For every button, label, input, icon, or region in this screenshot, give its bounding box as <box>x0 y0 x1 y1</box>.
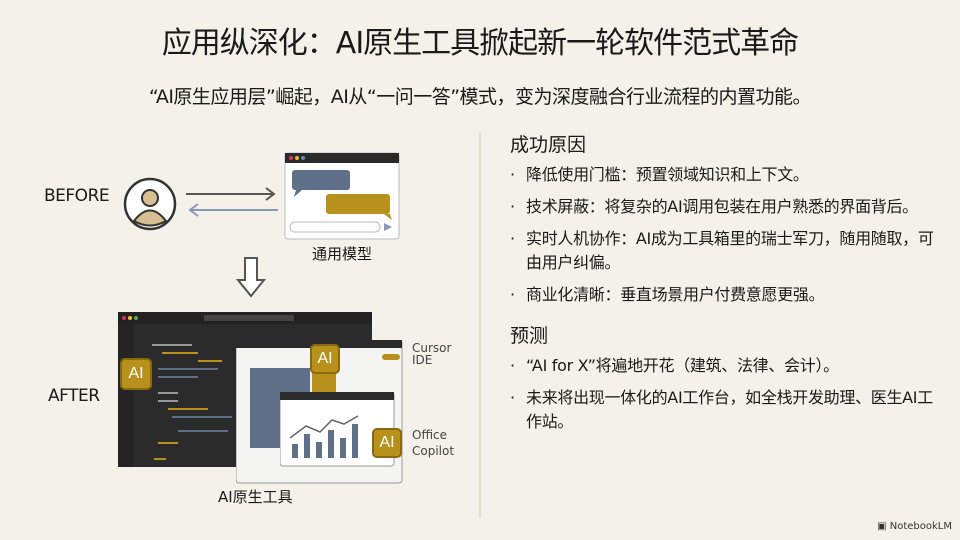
reason-item: ·实时人机协作：AI成为工具箱里的瑞士军刀，随用随取，可由用户纠偏。 <box>510 229 934 272</box>
chat-window-icon <box>284 152 400 240</box>
exchange-arrows-icon <box>186 187 278 217</box>
forecast-item: ·“AI for X”将遍地开花（建筑、法律、会计）。 <box>510 356 839 375</box>
ai-badge-chart: AI <box>372 428 402 458</box>
general-model-caption: 通用模型 <box>312 245 373 263</box>
page-title: 应用纵深化：AI原生工具掀起新一轮软件范式革命 <box>161 26 799 61</box>
forecast-heading: 预测 <box>510 325 549 347</box>
user-icon <box>123 177 177 231</box>
reason-item: ·商业化清晰：垂直场景用户付费意愿更强。 <box>510 285 825 304</box>
cursor-ide-label: Cursor IDE <box>412 341 452 367</box>
reason-item: ·技术屏蔽：将复杂的AI调用包装在用户熟悉的界面背后。 <box>510 197 918 216</box>
notebooklm-icon: ▣ <box>877 521 890 532</box>
reasons-heading: 成功原因 <box>510 134 587 156</box>
ai-native-tools-caption: AI原生工具 <box>218 488 293 506</box>
forecast-item: ·未来将出现一体化的AI工作台，如全栈开发助理、医生AI工作站。 <box>510 388 933 431</box>
ai-badge-editor: AI <box>120 358 152 390</box>
ai-badge-design: AI <box>310 344 340 374</box>
right-column: 成功原因 ·降低使用门槛：预置领域知识和上下文。 ·技术屏蔽：将复杂的AI调用包… <box>510 130 940 442</box>
before-label: BEFORE <box>44 186 110 206</box>
office-copilot-label: Office Copilot <box>412 428 455 458</box>
column-divider <box>479 133 481 518</box>
page-subtitle: “AI原生应用层”崛起，AI从“一问一答”模式，变为深度融合行业流程的内置功能。 <box>148 86 812 108</box>
reason-item: ·降低使用门槛：预置领域知识和上下文。 <box>510 165 809 184</box>
chart-window-illustration <box>280 392 395 467</box>
after-label: AFTER <box>48 386 100 406</box>
notebooklm-watermark: ▣ NotebookLM <box>877 521 952 532</box>
down-arrow-icon <box>236 257 266 298</box>
